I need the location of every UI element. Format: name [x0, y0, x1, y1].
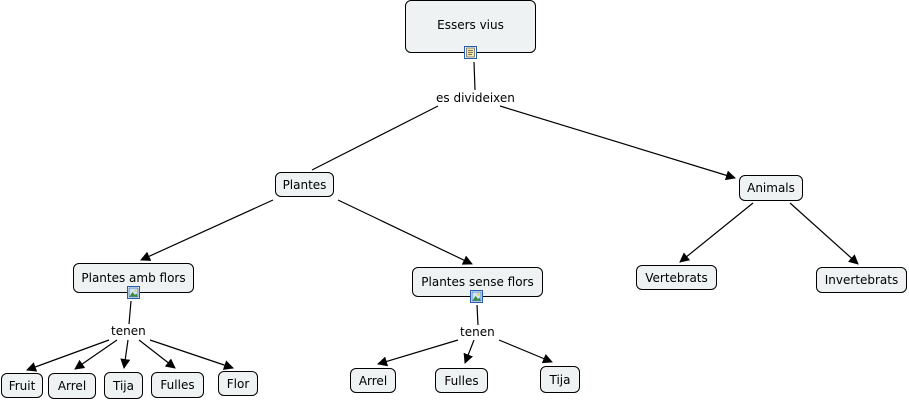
edge-plantes-to-amb-flors: [140, 199, 274, 261]
concept-tija-label: Tija: [549, 372, 571, 387]
document-icon[interactable]: [464, 46, 477, 59]
concept-vertebrats[interactable]: Vertebrats: [636, 265, 717, 290]
concept-animals-label: Animals: [747, 181, 795, 195]
concept-vertebrats-label: Vertebrats: [645, 270, 708, 285]
image-icon[interactable]: [127, 286, 140, 299]
concept-essers-vius-label: Essers vius: [437, 18, 504, 32]
concept-tija[interactable]: Tija: [540, 366, 580, 393]
concept-plantes-amb-flors-label: Plantes amb flors: [81, 271, 186, 285]
image-icon[interactable]: [470, 290, 483, 303]
concept-arrel-label: Arrel: [57, 379, 87, 393]
edge-sense-flors-to-tenen: [476, 304, 479, 326]
edge-animals-to-vertebrats: [679, 202, 754, 263]
concept-fulles[interactable]: Fulles: [151, 372, 204, 398]
concept-arrel-label: Arrel: [358, 373, 388, 388]
link-phrase-tenen-sense-flors: tenen: [458, 325, 497, 339]
concept-fulles-label: Fulles: [444, 373, 479, 388]
concept-plantes[interactable]: Plantes: [275, 172, 334, 197]
edge-root-to-link: [473, 61, 476, 91]
edge-tenen1-to-fulles: [138, 339, 176, 369]
concept-tija[interactable]: Tija: [104, 372, 143, 399]
edge-tenen1-to-flor: [149, 339, 234, 370]
concept-arrel[interactable]: Arrel: [350, 368, 396, 393]
edge-link-to-animals: [499, 105, 736, 181]
link-phrase-es-divideixen: es divideixen: [434, 91, 517, 105]
concept-invertebrats-label: Invertebrats: [824, 273, 899, 287]
edge-link-to-plantes: [311, 105, 439, 171]
concept-fulles-label: Fulles: [160, 378, 195, 392]
edge-amb-flors-to-tenen: [128, 300, 132, 325]
concept-plantes-label: Plantes: [282, 177, 327, 192]
edge-tenen2-to-arrel: [377, 339, 459, 367]
edge-tenen1-to-arrel: [74, 339, 118, 370]
edge-tenen2-to-fulles: [463, 339, 475, 364]
edge-plantes-to-sense-flors: [337, 199, 473, 265]
concept-fruit-label: Fruit: [8, 378, 36, 393]
concept-fruit[interactable]: Fruit: [1, 373, 43, 398]
concept-arrel[interactable]: Arrel: [48, 373, 96, 399]
concept-tija-label: Tija: [113, 378, 134, 393]
concept-flor[interactable]: Flor: [218, 371, 258, 396]
edge-tenen1-to-tija: [120, 339, 131, 369]
concept-fulles[interactable]: Fulles: [435, 368, 488, 393]
concept-invertebrats[interactable]: Invertebrats: [816, 267, 907, 293]
link-phrase-tenen-amb-flors: tenen: [109, 324, 148, 338]
concept-animals[interactable]: Animals: [739, 175, 803, 201]
edge-tenen2-to-tija: [498, 339, 553, 364]
edge-tenen1-to-fruit: [26, 339, 110, 372]
concept-flor-label: Flor: [226, 376, 250, 391]
concept-essers-vius[interactable]: Essers vius: [405, 0, 536, 53]
edge-animals-to-invertebrats: [789, 202, 859, 265]
concept-plantes-sense-flors[interactable]: Plantes sense flors: [412, 267, 543, 297]
concept-plantes-sense-flors-label: Plantes sense flors: [421, 275, 534, 289]
